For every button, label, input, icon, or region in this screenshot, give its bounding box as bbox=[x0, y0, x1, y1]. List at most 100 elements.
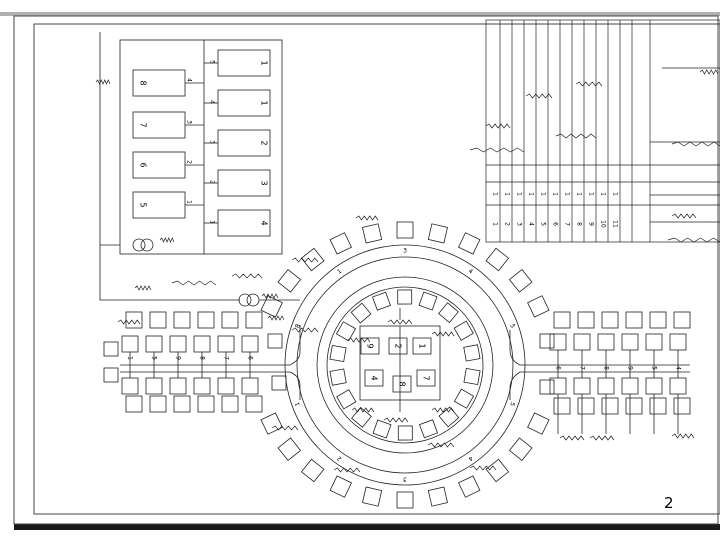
table-cell: 1 bbox=[588, 192, 595, 196]
left-module-label: 5 bbox=[139, 202, 148, 207]
inner-ring-inner bbox=[326, 286, 484, 444]
table-cell: 1 bbox=[492, 192, 499, 196]
device-box bbox=[103, 367, 119, 383]
center-box-label: 8 bbox=[398, 381, 407, 386]
branch-label: 9 bbox=[175, 356, 182, 360]
device-box bbox=[362, 223, 383, 244]
device-box bbox=[103, 341, 119, 357]
device-box bbox=[625, 397, 643, 415]
bus-line bbox=[289, 371, 301, 400]
device-box bbox=[553, 311, 571, 329]
ring-mark: 5 bbox=[508, 401, 516, 407]
handwritten-note bbox=[159, 237, 175, 243]
device-box bbox=[553, 397, 571, 415]
handwritten-note bbox=[485, 123, 511, 129]
device-box bbox=[539, 333, 555, 349]
device-box bbox=[577, 397, 595, 415]
branch-label: 8 bbox=[603, 366, 610, 370]
device-box bbox=[649, 311, 667, 329]
device-box bbox=[453, 388, 475, 409]
device-box bbox=[397, 425, 413, 441]
bus-line bbox=[289, 325, 301, 366]
branch-label: 1 bbox=[127, 356, 134, 360]
table-cell: 1 bbox=[552, 192, 559, 196]
center-box bbox=[360, 337, 380, 355]
handwritten-note bbox=[427, 442, 455, 448]
handwritten-note bbox=[671, 433, 695, 439]
ring-mark: 3 bbox=[403, 248, 407, 255]
handwritten-note bbox=[575, 81, 603, 87]
handwritten-note bbox=[387, 319, 413, 325]
table-index-cell: 9 bbox=[588, 222, 595, 226]
device-box bbox=[362, 486, 383, 507]
table-index-cell: 5 bbox=[540, 222, 547, 226]
transformer-coil bbox=[238, 293, 252, 307]
device-box bbox=[300, 458, 325, 483]
feed-line bbox=[99, 245, 240, 301]
ring-mark: 1 bbox=[294, 401, 302, 407]
branch-label: 4 bbox=[675, 366, 682, 370]
left-module-label: 8 bbox=[139, 80, 148, 85]
device-box bbox=[221, 311, 239, 329]
branch-label: 7 bbox=[223, 356, 230, 360]
device-box bbox=[149, 311, 167, 329]
ring-mark: 5 bbox=[508, 323, 516, 329]
device-box bbox=[277, 268, 302, 293]
table-index-cell: 1 bbox=[492, 222, 499, 226]
center-box bbox=[364, 369, 384, 387]
handwritten-note bbox=[469, 465, 497, 471]
handwritten-note bbox=[355, 215, 379, 221]
branch-label: 5 bbox=[651, 366, 658, 370]
left-port-label: 1 bbox=[186, 200, 193, 204]
handwritten-note bbox=[95, 79, 111, 85]
left-module-label: 6 bbox=[139, 162, 148, 167]
handwritten-note bbox=[699, 69, 719, 75]
outer-ring-inner bbox=[296, 256, 514, 474]
left-port-label: 3 bbox=[186, 120, 193, 124]
table-index-cell: 2 bbox=[504, 222, 511, 226]
device-box bbox=[508, 437, 533, 462]
left-port-label: 2 bbox=[186, 160, 193, 164]
device-box bbox=[418, 291, 438, 311]
handwritten-note bbox=[134, 285, 152, 291]
ring-mark: 4 bbox=[467, 454, 474, 462]
handwritten-note bbox=[671, 213, 697, 219]
device-box bbox=[396, 221, 414, 239]
handwritten-note bbox=[351, 407, 375, 413]
table-index-cell: 3 bbox=[516, 222, 523, 226]
table-index-cell: 4 bbox=[528, 222, 535, 226]
device-box bbox=[351, 406, 372, 428]
device-box bbox=[577, 311, 595, 329]
table-cell: 1 bbox=[504, 192, 511, 196]
center-box-label: 2 bbox=[394, 343, 403, 348]
device-box bbox=[397, 289, 413, 305]
handwritten-note bbox=[291, 257, 319, 263]
handwritten-note bbox=[525, 93, 553, 99]
device-box bbox=[277, 437, 302, 462]
bus-line bbox=[509, 330, 521, 366]
device-box bbox=[197, 311, 215, 329]
table-cell: 1 bbox=[612, 192, 619, 196]
device-box bbox=[463, 344, 481, 362]
device-box bbox=[267, 333, 283, 349]
handwritten-note bbox=[383, 417, 409, 423]
device-box bbox=[245, 311, 263, 329]
center-box-label: 4 bbox=[370, 375, 379, 380]
bus-line bbox=[509, 371, 521, 400]
left-module-label: 7 bbox=[139, 122, 148, 127]
right-module-label: 2 bbox=[260, 140, 269, 145]
right-port-label: 4 bbox=[209, 100, 216, 104]
branch-label: 6 bbox=[555, 366, 562, 370]
device-box bbox=[601, 397, 619, 415]
device-box bbox=[125, 395, 143, 413]
handwritten-note bbox=[261, 293, 279, 299]
device-box bbox=[457, 232, 481, 255]
right-port-label: 5 bbox=[209, 60, 216, 64]
table-index-cell: 10 bbox=[600, 220, 607, 228]
device-box bbox=[649, 397, 667, 415]
device-box bbox=[329, 344, 347, 363]
